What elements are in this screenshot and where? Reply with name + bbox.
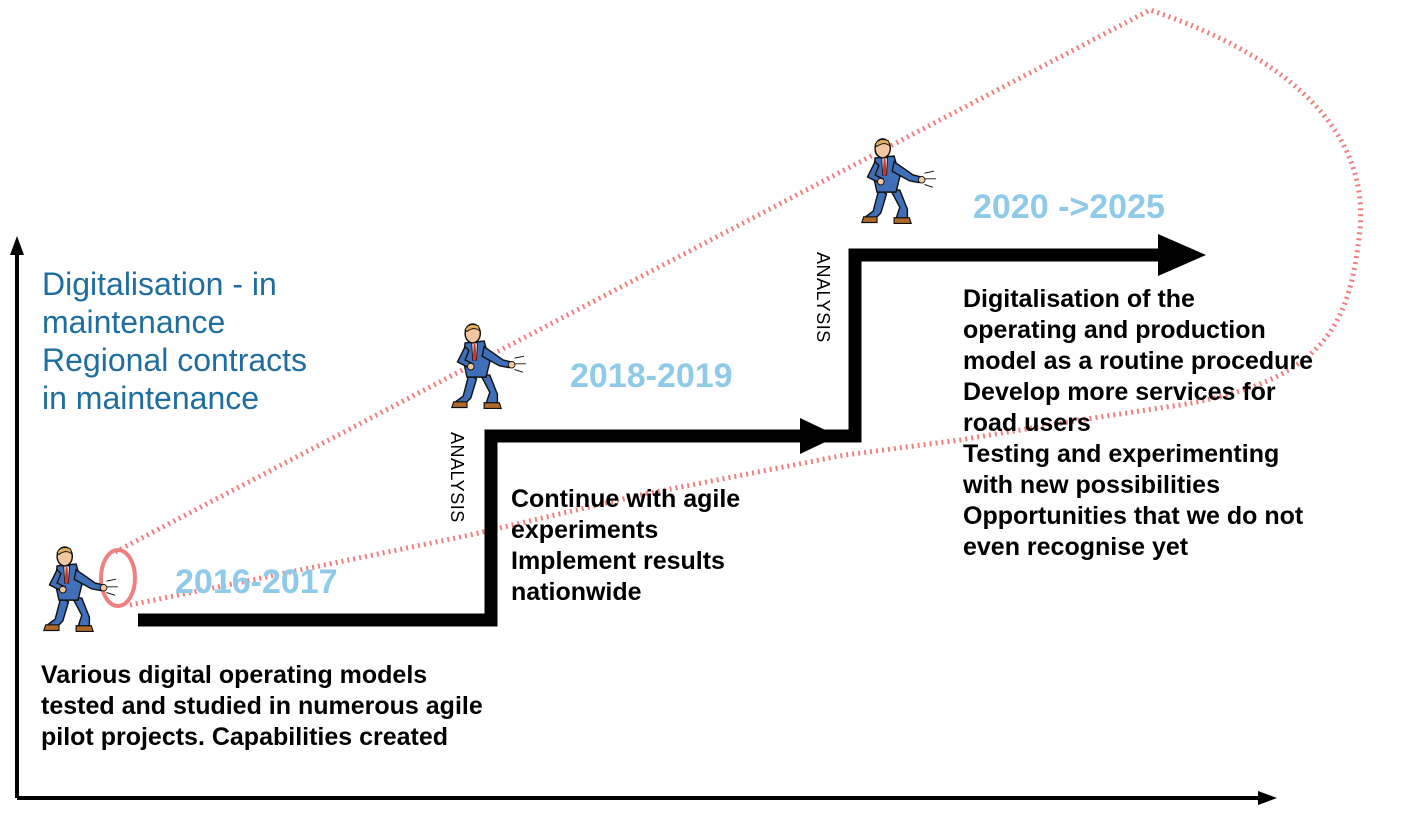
stage-3-line: with new possibilities	[963, 471, 1220, 499]
period-2016-2017: 2016-2017	[175, 563, 338, 601]
stage-2-line: experiments	[511, 516, 659, 544]
staircase-arrowhead-end	[1158, 234, 1206, 276]
stage-3-line: operating and production	[963, 316, 1266, 344]
analysis-label: ANALYSIS	[813, 252, 833, 343]
stage-1-line: pilot projects. Capabilities created	[41, 723, 449, 751]
stage-3-line: Digitalisation of the	[963, 285, 1195, 313]
stage-3-line: road users	[963, 409, 1091, 437]
analysis-label: ANALYSIS	[447, 432, 467, 523]
period-2020-2025: 2020 ->2025	[973, 188, 1165, 226]
stage-3-line: Testing and experimenting	[963, 440, 1280, 468]
stage-3-line: Develop more services for	[963, 378, 1276, 406]
stage-3-line: Opportunities that we do not	[963, 502, 1304, 530]
stage-2-description: Continue with agile experiments Implemen…	[511, 484, 740, 608]
staircase-arrowhead-mid	[800, 418, 838, 454]
side-label: Digitalisation - in maintenance Regional…	[42, 265, 307, 417]
stage-3-line: even recognise yet	[963, 533, 1189, 561]
stage-1-line: tested and studied in numerous agile	[41, 692, 483, 720]
side-label-line: Regional contracts	[42, 342, 308, 378]
vertical-axis	[10, 236, 24, 798]
businessman-figure-icon	[451, 323, 527, 410]
stage-3-description: Digitalisation of the operating and prod…	[963, 284, 1313, 563]
period-2018-2019: 2018-2019	[570, 357, 733, 395]
dotted-cone-upper	[113, 7, 1364, 608]
stage-2-line: nationwide	[511, 578, 642, 606]
stage-1-line: Various digital operating models	[41, 661, 428, 689]
horizontal-axis	[17, 791, 1277, 805]
stage-2-line: Implement results	[511, 547, 725, 575]
stage-2-line: Continue with agile	[511, 485, 741, 513]
side-label-line: maintenance	[42, 304, 226, 340]
stage-1-description: Various digital operating models tested …	[41, 660, 483, 753]
stage-3-line: model as a routine procedure	[963, 347, 1314, 375]
businessman-figure-icon	[861, 138, 937, 225]
side-label-line: in maintenance	[42, 380, 260, 416]
side-label-line: Digitalisation - in	[42, 266, 277, 302]
start-highlight-circle	[99, 548, 137, 608]
